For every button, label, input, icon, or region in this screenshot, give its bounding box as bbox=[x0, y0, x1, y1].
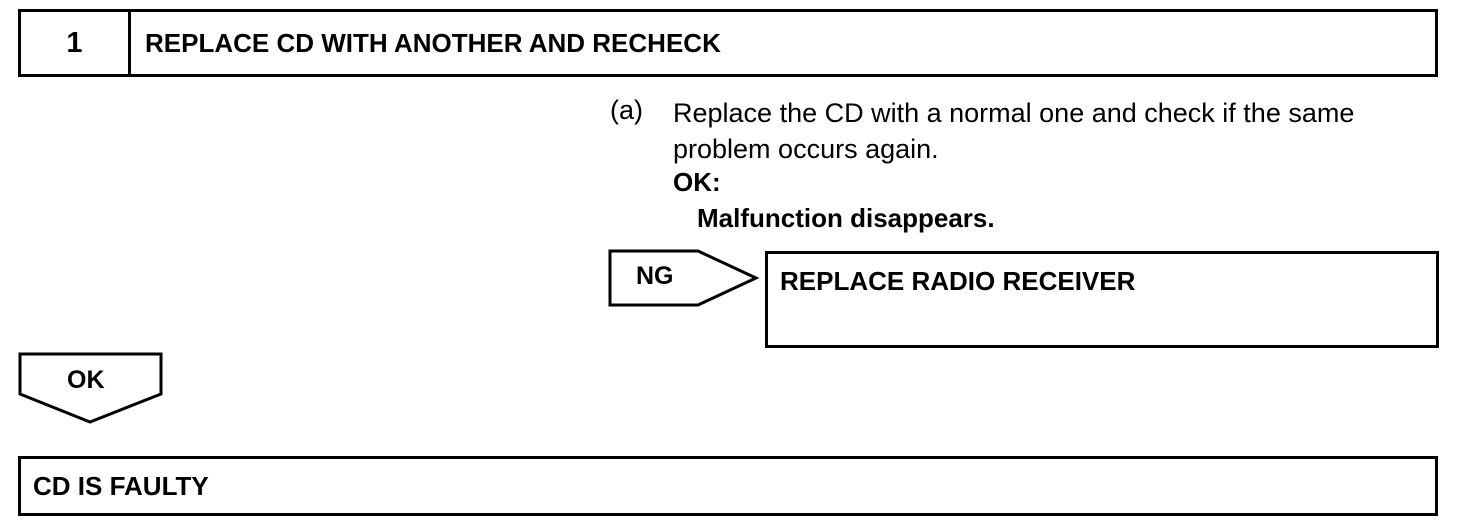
ok-result-box: CD IS FAULTY bbox=[18, 456, 1438, 516]
ok-down-arrow-icon bbox=[18, 352, 163, 424]
instruction-text: Replace the CD with a normal one and che… bbox=[673, 98, 1355, 164]
ok-label: OK bbox=[67, 366, 105, 394]
step-header: 1 REPLACE CD WITH ANOTHER AND RECHECK bbox=[18, 9, 1438, 77]
step-number: 1 bbox=[21, 12, 131, 74]
ok-condition-label: OK: bbox=[673, 167, 721, 197]
instruction-marker: (a) bbox=[610, 95, 643, 125]
ok-condition-text: Malfunction disappears. bbox=[697, 203, 995, 233]
ng-result-text: REPLACE RADIO RECEIVER bbox=[780, 266, 1136, 296]
ng-arrow-icon bbox=[608, 249, 760, 307]
ok-result-text: CD IS FAULTY bbox=[33, 470, 209, 501]
step-title: REPLACE CD WITH ANOTHER AND RECHECK bbox=[145, 27, 721, 58]
ng-result-box: REPLACE RADIO RECEIVER bbox=[765, 251, 1439, 348]
ng-label: NG bbox=[636, 262, 674, 290]
